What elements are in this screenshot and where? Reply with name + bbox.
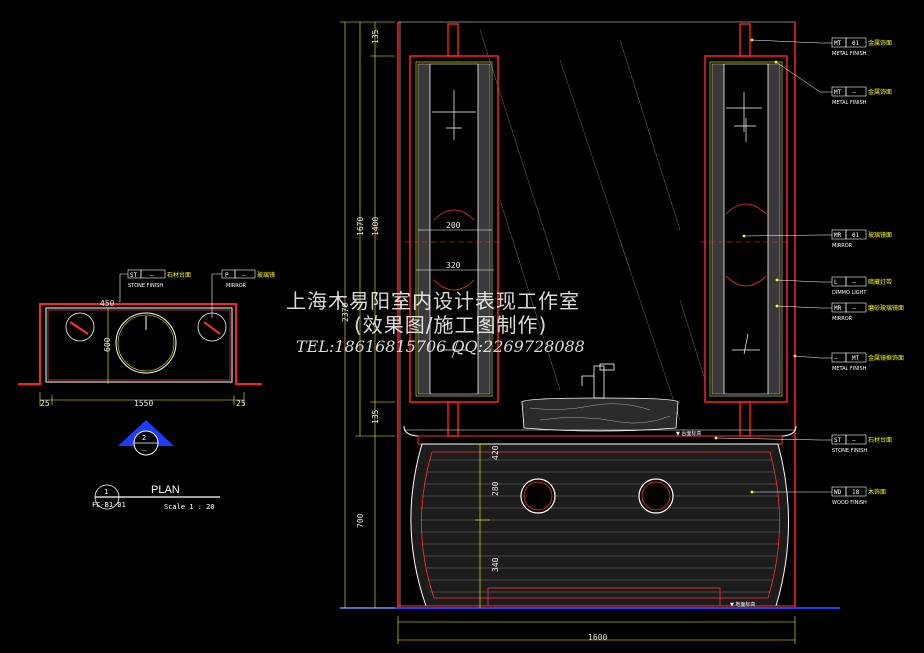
tag-cn-label: 磨砂玻璃镜面 bbox=[868, 304, 904, 312]
tag-code: MT bbox=[834, 40, 842, 47]
plan-width-dim: 1550 bbox=[134, 399, 153, 408]
plan-view: 1550 25 25 600 450 ST – 石材台面 STONE FINIS… bbox=[18, 269, 275, 511]
dim-base: 340 bbox=[491, 557, 500, 572]
plan-ref-sheet: FC-B1-01 bbox=[92, 501, 126, 509]
dim-bottom-width: 1600 bbox=[588, 633, 607, 642]
tag-number: 01 bbox=[852, 232, 860, 239]
tag-code: MR bbox=[834, 305, 842, 312]
plan-title-block: 1 FC-B1-01 PLAN Scale 1 : 20 bbox=[92, 484, 220, 511]
dim-overall: 2370 bbox=[341, 303, 350, 322]
tag-number: – bbox=[852, 305, 856, 312]
svg-text:石材台面: 石材台面 bbox=[167, 271, 191, 279]
dim-cabinet: 700 bbox=[356, 513, 365, 528]
tag-sub-label: METAL FINISH bbox=[832, 366, 867, 372]
mirror-width-dim: 200 bbox=[446, 221, 461, 230]
plan-right-dim: 25 bbox=[236, 399, 246, 408]
tag-code: WD bbox=[834, 489, 842, 496]
tag-number: MT bbox=[852, 355, 860, 362]
dim-lower-gap: 135 bbox=[371, 409, 380, 424]
tag-number: – bbox=[852, 89, 856, 96]
tag-cn-label: 暗藏灯带 bbox=[868, 278, 892, 286]
watermark-subtitle: (效果图/施工图制作) bbox=[354, 313, 547, 337]
svg-text:MIRROR: MIRROR bbox=[226, 283, 247, 289]
tag-sub-label: METAL FINISH bbox=[832, 100, 867, 106]
tag-code: MT bbox=[834, 89, 842, 96]
dim-ring: 280 bbox=[491, 481, 500, 496]
section-number: 2 bbox=[142, 434, 146, 442]
vanity-cabinet bbox=[410, 443, 790, 607]
mirror-width2-dim: 320 bbox=[446, 261, 461, 270]
svg-text:–: – bbox=[150, 272, 154, 279]
tag-sub-label: MIRROR bbox=[832, 243, 853, 249]
level-floor: ▼ 地面标高 bbox=[730, 601, 755, 608]
tag-code: ST bbox=[834, 437, 842, 444]
plan-ref-number: 1 bbox=[104, 488, 108, 496]
plan-title: PLAN bbox=[151, 484, 180, 496]
right-mirror-column bbox=[704, 55, 788, 403]
plan-left-dim: 25 bbox=[40, 399, 50, 408]
stone-basin bbox=[521, 363, 679, 432]
dim-top: 135 bbox=[371, 29, 380, 44]
tag-sub-label: WOOD FINISH bbox=[832, 500, 867, 506]
watermark: 上海木易阳室内设计表现工作室 (效果图/施工图制作) TEL:186168157… bbox=[286, 289, 585, 356]
elevation-tag-3: MR 01 玻璃镜面 MIRROR bbox=[742, 229, 892, 249]
tag-number: 18 bbox=[852, 489, 860, 496]
svg-text:–: – bbox=[242, 272, 246, 279]
svg-text:玻璃镜: 玻璃镜 bbox=[257, 271, 275, 279]
tag-number: – bbox=[852, 437, 856, 444]
tag-code: – bbox=[834, 355, 838, 362]
level-counter: ▼ 台面标高 bbox=[676, 430, 701, 437]
tag-cn-label: 金属饰面 bbox=[868, 88, 892, 96]
tag-cn-label: 玻璃镜面 bbox=[868, 231, 892, 239]
tag-cn-label: 金属镜框饰面 bbox=[868, 354, 904, 362]
tag-sub-label: MIRROR bbox=[832, 316, 853, 322]
plan-depth-dim: 600 bbox=[103, 337, 112, 352]
tag-number: – bbox=[852, 279, 856, 286]
tag-code: MR bbox=[834, 232, 842, 239]
svg-text:P: P bbox=[225, 272, 229, 279]
section-marker: 2 – bbox=[118, 420, 174, 456]
elevation-view: 200 320 bbox=[340, 21, 840, 644]
dim-mid: 420 bbox=[491, 445, 500, 460]
section-sheet: – bbox=[142, 446, 147, 454]
tag-sub-label: METAL FINISH bbox=[832, 51, 867, 57]
tag-sub-label: STONE FINISH bbox=[832, 448, 867, 454]
tag-cn-label: 石材台面 bbox=[868, 436, 892, 444]
plan-scale: Scale 1 : 20 bbox=[164, 503, 215, 511]
svg-text:STONE FINISH: STONE FINISH bbox=[128, 283, 163, 289]
tag-cn-label: 金属饰面 bbox=[868, 39, 892, 47]
elevation-tag-5: MR – 磨砂玻璃镜面 MIRROR bbox=[775, 302, 904, 322]
watermark-title: 上海木易阳室内设计表现工作室 bbox=[286, 289, 580, 313]
left-mirror-column bbox=[409, 55, 499, 403]
svg-text:ST: ST bbox=[130, 272, 138, 279]
tag-number: 01 bbox=[852, 40, 860, 47]
tag-sub-label: DIMMO LIGHT bbox=[832, 290, 867, 296]
dim-upper: 1670 bbox=[356, 217, 365, 236]
watermark-contact: TEL:18616815706 QQ:2269728088 bbox=[296, 337, 585, 356]
tag-code: L bbox=[834, 279, 838, 286]
dim-mirror: 1400 bbox=[371, 217, 380, 236]
plan-tag-mirror: P – 玻璃镜 MIRROR bbox=[211, 269, 275, 318]
tag-cn-label: 木饰面 bbox=[868, 488, 886, 496]
plan-tag-stone: ST – 石材台面 STONE FINISH bbox=[119, 269, 191, 302]
plan-r-dim: 450 bbox=[100, 299, 115, 308]
